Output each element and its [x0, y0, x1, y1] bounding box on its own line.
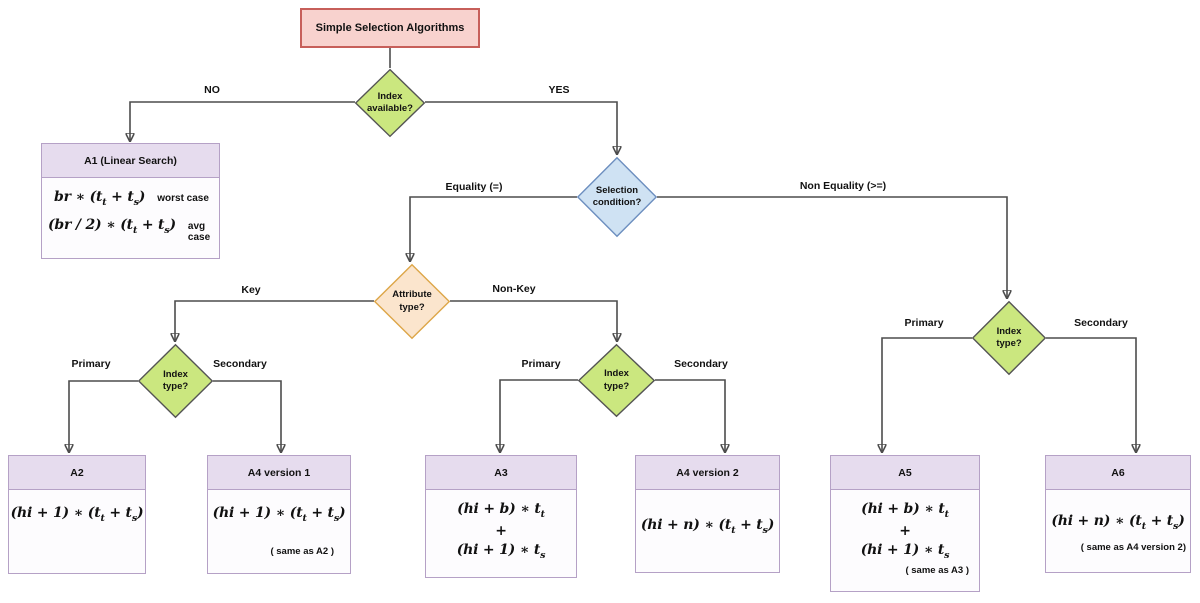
a4v1-note: ( same as A2 ): [270, 545, 334, 557]
edge-non-key: [450, 300, 617, 341]
a1-worst-case-formula: br ∗ (tt + ts): [54, 189, 146, 208]
result-box-a4-version-2: A4 version 2 (hi + n) ∗ (tt + ts): [635, 455, 780, 573]
result-box-a4v1-title: A4 version 1: [208, 456, 350, 490]
result-box-a4v1-body: (hi + 1) ∗ (tt + ts) ( same as A2 ): [208, 490, 350, 557]
a3-formula-line-1: (hi + b) ∗ tt: [457, 501, 545, 520]
edge-primary-mid: [500, 379, 578, 452]
result-box-a6-title: A6: [1046, 456, 1190, 490]
result-box-a4v2-title: A4 version 2: [636, 456, 779, 490]
a1-avg-case-row: (br / 2) ∗ (tt + ts) avg case: [42, 216, 219, 243]
result-box-a3-title: A3: [426, 456, 576, 490]
a1-avg-case-label: avg case: [187, 220, 211, 243]
diamond-shape: [355, 69, 425, 137]
a6-formula: (hi + n) ∗ (tt + ts): [1051, 513, 1185, 532]
result-box-a5: A5 (hi + b) ∗ tt + (hi + 1) ∗ ts ( same …: [830, 455, 980, 592]
decision-index-available: Index available?: [355, 69, 425, 137]
a4v1-formula: (hi + 1) ∗ (tt + ts): [212, 505, 346, 524]
result-box-a4-version-1: A4 version 1 (hi + 1) ∗ (tt + ts) ( same…: [207, 455, 351, 574]
edge-primary-right: [882, 337, 972, 452]
a2-formula: (hi + 1) ∗ (tt + ts): [10, 505, 144, 524]
edge-no: [130, 101, 355, 141]
a3-formula-line-2: (hi + 1) ∗ ts: [456, 541, 546, 561]
result-box-a2-body: (hi + 1) ∗ (tt + ts): [9, 490, 145, 526]
decision-selection-condition-label: Selection condition?: [592, 184, 642, 208]
result-box-a1-title: A1 (Linear Search): [42, 144, 219, 178]
result-box-a4v2-body: (hi + n) ∗ (tt + ts): [636, 490, 779, 538]
edge-label-no: NO: [204, 84, 220, 96]
diamond-shape: [374, 264, 450, 339]
edge-label-equality: Equality (=): [445, 181, 503, 193]
edge-label-secondary-right: Secondary: [1074, 317, 1128, 329]
edge-label-secondary-mid: Secondary: [674, 358, 728, 370]
edge-label-key: Key: [241, 284, 261, 296]
edge-primary-left: [69, 380, 138, 452]
edge-secondary-right: [1046, 337, 1136, 452]
decision-attribute-type-label: Attribute type?: [392, 289, 432, 313]
edge-non-equality: [657, 196, 1007, 298]
diamond-shape: [138, 344, 213, 418]
diamond-shape: [972, 301, 1046, 375]
root-node: Simple Selection Algorithms: [300, 8, 480, 48]
decision-index-type-mid: Index type?: [578, 344, 655, 417]
result-box-a6: A6 (hi + n) ∗ (tt + ts) ( same as A4 ver…: [1045, 455, 1191, 573]
result-box-a5-body: (hi + b) ∗ tt + (hi + 1) ∗ ts ( same as …: [831, 490, 979, 576]
a5-formula-line-1: (hi + b) ∗ tt: [861, 501, 949, 520]
result-box-a2: A2 (hi + 1) ∗ (tt + ts): [8, 455, 146, 574]
root-node-label: Simple Selection Algorithms: [315, 22, 465, 34]
a6-note: ( same as A4 version 2): [1080, 541, 1186, 553]
decision-index-available-label: Index available?: [367, 90, 413, 114]
edge-secondary-left: [213, 380, 281, 452]
a1-worst-case-row: br ∗ (tt + ts) worst case: [42, 188, 209, 210]
decision-index-type-right-label: Index type?: [996, 325, 1022, 349]
result-box-a5-title: A5: [831, 456, 979, 490]
result-box-a6-body: (hi + n) ∗ (tt + ts) ( same as A4 versio…: [1046, 490, 1190, 553]
a1-worst-case-label: worst case: [157, 193, 209, 204]
result-box-a2-title: A2: [9, 456, 145, 490]
edge-label-primary-mid: Primary: [521, 358, 561, 370]
result-box-a1: A1 (Linear Search) br ∗ (tt + ts) worst …: [41, 143, 220, 259]
diamond-shape: [578, 344, 655, 417]
diamond-shape: [577, 157, 657, 237]
decision-index-type-left: Index type?: [138, 344, 213, 418]
decision-selection-condition: Selection condition?: [577, 157, 657, 237]
edge-equality: [410, 196, 577, 261]
a1-avg-case-formula: (br / 2) ∗ (tt + ts): [48, 216, 176, 236]
decision-index-type-mid-label: Index type?: [603, 368, 630, 392]
edge-label-non-key: Non-Key: [492, 283, 536, 295]
decision-attribute-type: Attribute type?: [374, 264, 450, 339]
edge-label-secondary-left: Secondary: [213, 358, 267, 370]
decision-index-type-left-label: Index type?: [162, 368, 189, 392]
edge-label-non-equality: Non Equality (>=): [799, 180, 887, 192]
edge-label-yes: YES: [548, 84, 570, 96]
edge-key: [175, 300, 374, 341]
a5-formula-line-2: (hi + 1) ∗ ts: [860, 541, 950, 561]
result-box-a3-body: (hi + b) ∗ tt + (hi + 1) ∗ ts: [426, 490, 576, 562]
edge-label-primary-left: Primary: [71, 358, 111, 370]
edge-yes: [425, 101, 617, 154]
result-box-a3: A3 (hi + b) ∗ tt + (hi + 1) ∗ ts: [425, 455, 577, 578]
a5-formula-plus: +: [899, 522, 911, 539]
edge-secondary-mid: [655, 379, 725, 452]
result-box-a1-body: br ∗ (tt + ts) worst case (br / 2) ∗ (tt…: [42, 178, 219, 243]
a4v2-formula: (hi + n) ∗ (tt + ts): [640, 517, 775, 536]
a5-note: ( same as A3 ): [905, 565, 969, 577]
edge-label-primary-right: Primary: [904, 317, 944, 329]
a3-formula-plus: +: [495, 522, 507, 539]
decision-index-type-right: Index type?: [972, 301, 1046, 375]
